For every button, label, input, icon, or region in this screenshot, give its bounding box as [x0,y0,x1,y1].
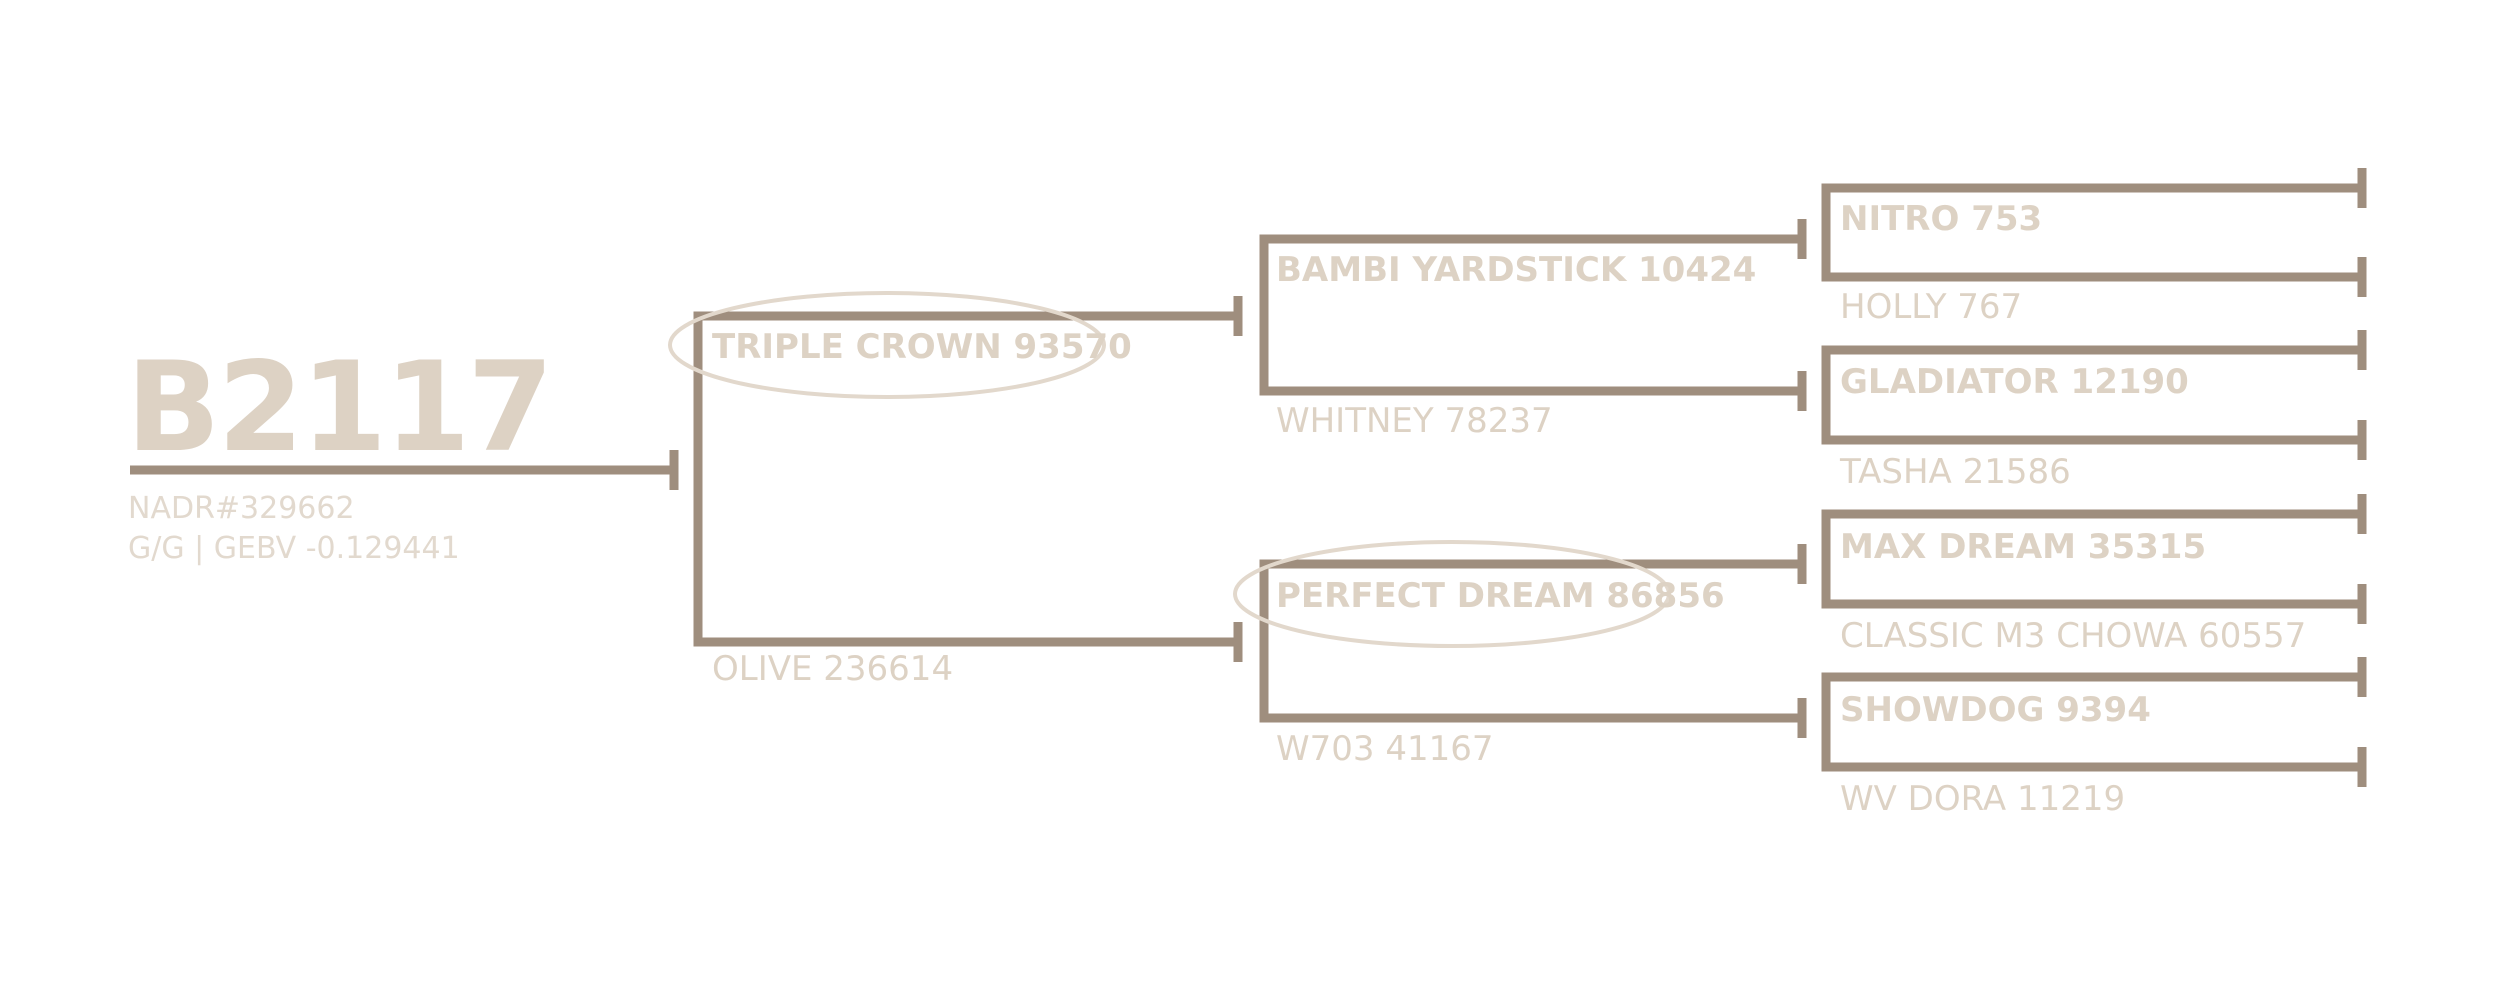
ss-sire-name: NITRO 753 [1840,199,2042,239]
ss-bracket [1821,183,2362,282]
sd-bracket [1821,345,2362,445]
dd-sire-name: SHOWDOG 9394 [1840,690,2151,730]
sire-side-bracket [1259,234,1802,396]
ds-sire-name: MAX DREAM 35315 [1840,527,2206,567]
subject-connector [130,296,1243,662]
highlight-ovals [668,291,1671,648]
subject-genetics: G/G | GEBV -0.129441 [128,531,460,566]
sire-dam-name: WHITNEY 78237 [1276,401,1553,441]
dam-side-bracket [1259,559,1802,723]
subject-registration: NADR#329662 [128,491,355,526]
sire-highlight-oval [668,291,1106,399]
dam-sire-name: PERFECT DREAM 86856 [1276,576,1725,616]
sire-sire-name: BAMBI YARDSTICK 10424 [1276,250,1756,290]
parents-bracket [693,311,1238,647]
ds-dam-name: CLASSIC M3 CHOWA 60557 [1840,616,2306,656]
sd-sire-name: GLADIATOR 12190 [1840,362,2189,402]
subject-id: B2117 [126,336,551,480]
dam-dam-name: W703 41167 [1276,729,1493,769]
sd-dam-name: TASHA 21586 [1839,452,2071,492]
dam-name: OLIVE 236614 [712,649,953,689]
dd-dam-name: WV DORA 11219 [1840,779,2125,819]
great-grandparents-connectors [1821,168,2367,787]
ds-bracket [1821,509,2362,609]
subject-block: B2117 NADR#329662 G/G | GEBV -0.129441 [126,336,554,566]
dd-bracket [1821,672,2362,772]
sire-name: TRIPLE CROWN 93570 [712,327,1132,367]
ss-dam-name: HOLLY 767 [1840,287,2022,327]
dam-sire-highlight-oval [1233,540,1671,648]
grandparents-connectors [1259,219,1807,738]
